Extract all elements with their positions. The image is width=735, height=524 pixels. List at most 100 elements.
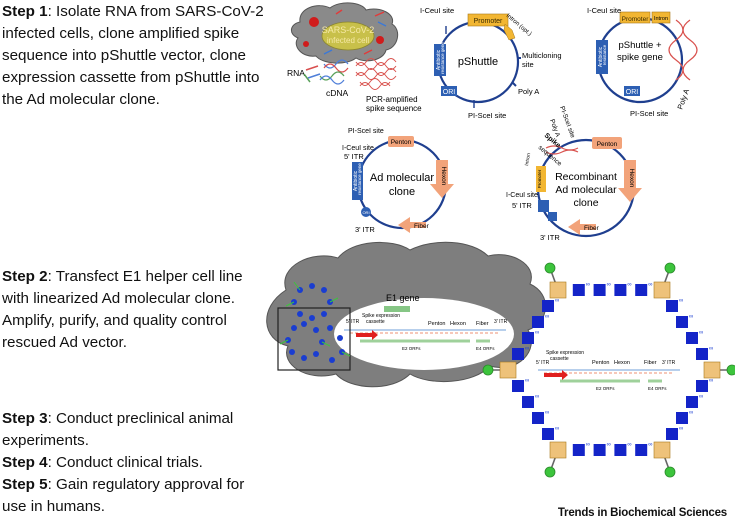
ad-iceu-label: I-CeuI site [342, 145, 374, 152]
p3-3itr: 3' ITR [662, 360, 676, 366]
ad-clone-name-1: Ad molecular [370, 172, 435, 184]
protein-ix-icon: ∞ [648, 442, 652, 448]
penton-vertex [653, 441, 671, 459]
ad-penton-label: Penton [391, 139, 412, 146]
step1-text: Step 1: Isolate RNA from SARS-CoV-2 infe… [2, 1, 272, 111]
virus-fibers [279, 281, 351, 357]
spike-plasmid-name-2: spike gene [617, 52, 663, 63]
promoter-label: Promoter [474, 18, 503, 25]
fiber-knob [544, 262, 556, 274]
step5-body: : Gain regulatory approval for use in hu… [2, 476, 245, 515]
hexon-box [532, 412, 544, 424]
hexon-box [686, 396, 698, 408]
p3-penton: Penton [592, 360, 609, 366]
promoter-box [467, 13, 509, 27]
spike-intron-label: Intron [654, 16, 668, 22]
p3-e2: E2 ORFs [596, 386, 615, 391]
spike-ori-label: ORI [626, 89, 639, 96]
hexon-box [512, 348, 524, 360]
step3-text: Step 3: Conduct preclinical animal exper… [2, 408, 264, 452]
infected-cell: SARS-CoV-2 infected cell [291, 2, 399, 64]
e1-gene-label: E1 gene [386, 293, 420, 303]
hexon-box [593, 444, 606, 456]
spike-abres-2: resistance [602, 44, 607, 65]
pisce-label: PI-SceI site [468, 111, 506, 120]
p2-5itr: 5' ITR [346, 319, 360, 325]
p2-e4: E4 ORFs [476, 346, 495, 351]
p3-hexon: Hexon [614, 360, 630, 366]
step5-text: Step 5: Gain regulatory approval for use… [2, 474, 264, 518]
protein-ix-icon: ∞ [607, 442, 611, 448]
step2-text: Step 2: Transfect E1 helper cell line wi… [2, 266, 270, 354]
virus-icon [303, 41, 309, 47]
protein-ix-icon: ∞ [607, 282, 611, 288]
protein-ix-icon: ∞ [679, 426, 683, 432]
p3-5itr: 5' ITR [536, 360, 550, 366]
ori-box [441, 86, 457, 96]
pcr-label-line2: spike sequence [366, 104, 422, 113]
virus-icon [309, 17, 319, 27]
hexon-box [522, 396, 534, 408]
step2-label: Step 2 [2, 268, 48, 285]
hexon-box [614, 284, 627, 296]
rec-name-2: Ad molecular [555, 184, 617, 196]
mcs-label-2: site [522, 60, 534, 69]
hexon-box [614, 444, 627, 456]
protein-ix-icon: ∞ [689, 314, 693, 320]
ad-pisce-label: PI-SceI site [348, 128, 384, 135]
protein-ix-icon: ∞ [709, 378, 713, 384]
abres-label-2: resistance gene [440, 42, 445, 74]
p2-penton: Penton [428, 321, 445, 327]
protein-ix-icon: ∞ [545, 314, 549, 320]
ad-abres-1: Antibiotic [353, 170, 359, 191]
rec-intron-label: Intron [524, 152, 532, 166]
ad-hexon-label: Hexon [440, 167, 447, 186]
rna-label: RNA [287, 68, 305, 78]
rec-3itr-label: 3' ITR [540, 233, 560, 242]
hexon-box [542, 300, 554, 312]
ad-ori-label: ORI [362, 210, 369, 215]
step1-body: : Isolate RNA from SARS-CoV-2 infected c… [2, 3, 264, 108]
abres-box [434, 44, 446, 76]
journal-credit: Trends in Biochemical Sciences [557, 507, 727, 519]
protein-ix-icon: ∞ [545, 410, 549, 416]
protein-ix-icon: ∞ [699, 330, 703, 336]
rec-fiber-label: Fiber [584, 225, 600, 232]
fiber-knob [664, 466, 676, 478]
penton-vertex [549, 281, 567, 299]
hexon-box [696, 380, 708, 392]
hexon-box [666, 428, 678, 440]
virus-cluster [285, 283, 345, 363]
rna-cdna-pcr: RNA cDNA PCR-amplified spike sequence [287, 58, 422, 113]
protein-ix-icon: ∞ [586, 282, 590, 288]
p2-3itr: 3' ITR [494, 319, 508, 325]
spike-pisce-label: PI-SceI site [630, 109, 668, 118]
ad-virion: ∞∞∞∞∞∞∞∞∞∞∞∞∞∞∞∞∞∞∞∞∞∞∞∞ 5' ITR Spike ex… [482, 262, 735, 478]
spike-dna-icon [668, 19, 698, 81]
step3-label: Step 3 [2, 410, 48, 427]
ad-5itr-label: 5' ITR [344, 152, 364, 161]
ad-fiber-label: Fiber [414, 223, 430, 230]
step5-label: Step 5 [2, 476, 48, 493]
helper-nucleus [334, 298, 514, 370]
p3-e4: E4 ORFs [648, 386, 667, 391]
ori-label: ORI [443, 89, 456, 96]
rec-5itr-label: 5' ITR [512, 201, 532, 210]
fiber-knob [726, 364, 735, 376]
zoom-box [277, 307, 351, 371]
protein-ix-icon: ∞ [535, 394, 539, 400]
spike-promoter-label: Promoter [622, 16, 650, 23]
p2-fiber: Fiber [476, 321, 489, 327]
protein-ix-icon: ∞ [699, 394, 703, 400]
protein-ix-icon: ∞ [627, 442, 631, 448]
hexon-box [666, 300, 678, 312]
virion-spike-arrow-icon [544, 370, 568, 380]
penton-vertex [653, 281, 671, 299]
step3-body: : Conduct preclinical animal experiments… [2, 410, 234, 449]
hexon-box [593, 284, 606, 296]
rec-penton-label: Penton [597, 141, 618, 148]
protein-ix-icon: ∞ [689, 410, 693, 416]
pcr-label-line1: PCR-amplified [366, 95, 418, 104]
protein-ix-icon: ∞ [586, 442, 590, 448]
